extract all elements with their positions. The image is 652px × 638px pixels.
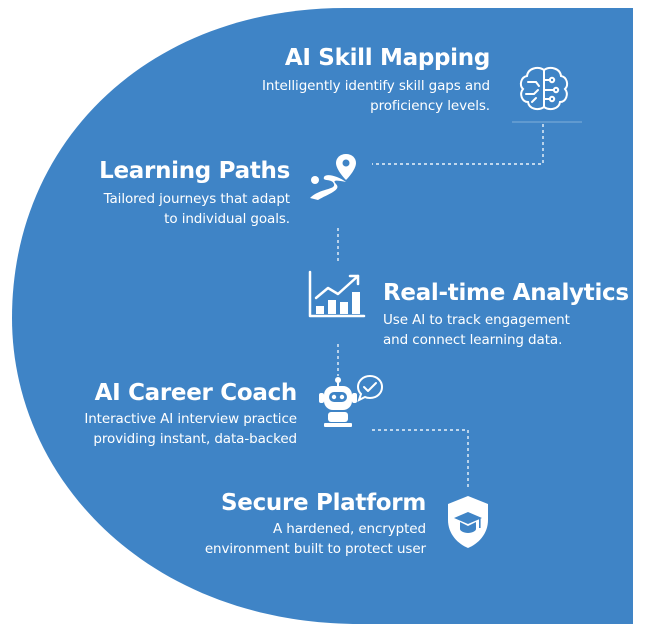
feature-desc-secure-platform: A hardened, encrypted environment built … <box>205 519 426 559</box>
feature-desc-line: Interactive AI interview practice <box>84 411 297 427</box>
feature-title-analytics: Real-time Analytics <box>383 280 629 306</box>
feature-desc-line: Intelligently identify skill gaps and <box>262 78 490 94</box>
feature-title-career-coach: AI Career Coach <box>94 380 298 406</box>
feature-desc-line: proficiency levels. <box>370 98 490 114</box>
feature-title-learning-paths: Learning Paths <box>99 158 290 184</box>
feature-title-skill-mapping: AI Skill Mapping <box>284 45 490 71</box>
brain-circuit-icon <box>519 67 569 111</box>
feature-desc-line: providing instant, data-backed <box>93 431 297 447</box>
robot-coach-icon <box>319 374 384 427</box>
feature-desc-learning-paths: Tailored journeys that adapt to individu… <box>103 189 291 229</box>
route-pin-icon <box>310 154 356 200</box>
feature-desc-skill-mapping: Intelligently identify skill gaps and pr… <box>262 76 490 116</box>
shield-graduation-icon <box>448 496 488 548</box>
analytics-chart-icon <box>308 270 366 318</box>
feature-desc-analytics: Use AI to track engagement and connect l… <box>383 310 570 350</box>
feature-desc-line: A hardened, encrypted <box>272 521 426 537</box>
feature-desc-line: Use AI to track engagement <box>383 312 570 328</box>
feature-desc-line: and connect learning data. <box>383 332 563 348</box>
feature-desc-line: environment built to protect user <box>204 541 426 557</box>
feature-title-secure-platform: Secure Platform <box>221 490 426 516</box>
feature-desc-career-coach: Interactive AI interview practice provid… <box>84 409 297 449</box>
feature-desc-line: to individual goals. <box>164 211 290 227</box>
feature-desc-line: Tailored journeys that adapt <box>103 191 291 207</box>
